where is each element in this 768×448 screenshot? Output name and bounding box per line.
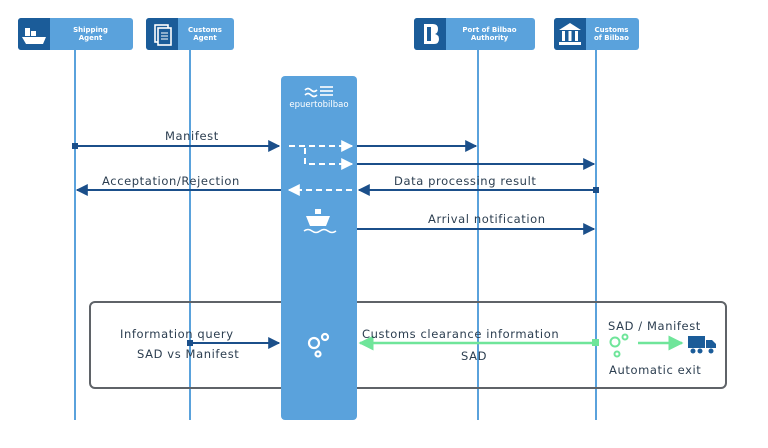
hub-name: epuertobilbao (289, 100, 349, 110)
actor-customs-bilbao: Customs of Bilbao (554, 18, 639, 50)
hub-dashed-arrow-2 (304, 148, 354, 170)
customs-clearance-box (89, 301, 727, 389)
customs-gears-icon (609, 333, 629, 358)
sad-manifest-label: SAD / Manifest (608, 319, 701, 333)
government-building-icon (554, 18, 586, 50)
waves-logo-icon (304, 86, 333, 98)
documents-icon (146, 18, 178, 50)
actor-customs-agent: Customs Agent (146, 18, 234, 50)
epuertobilbao-hub (281, 76, 357, 420)
information-query-label: Information query (120, 327, 234, 341)
customs-clearance-info-label: Customs clearance information (362, 327, 560, 341)
acceptation-label: Acceptation/Rejection (102, 174, 240, 188)
actor-label: Shipping Agent (73, 26, 108, 42)
truck-icon (688, 336, 716, 354)
sad-label: SAD (461, 349, 488, 363)
port-bilbao-logo-icon (414, 18, 446, 50)
data-processing-label: Data processing result (394, 174, 537, 188)
manifest-label: Manifest (165, 129, 219, 143)
actor-label: Customs Agent (188, 26, 222, 42)
sad-vs-manifest-label: SAD vs Manifest (137, 347, 240, 361)
ship-on-water-icon (303, 209, 337, 234)
automatic-exit-label: Automatic exit (609, 363, 702, 377)
customs-clearance-origin-marker (592, 339, 599, 346)
actor-label: Port of Bilbao Authority (462, 26, 517, 42)
gears-icon (307, 332, 330, 358)
arrival-label: Arrival notification (428, 212, 546, 226)
actor-label: Customs of Bilbao (594, 26, 629, 42)
actor-shipping-agent: Shipping Agent (18, 18, 133, 50)
cargo-ship-icon (18, 18, 50, 50)
actor-port-authority: Port of Bilbao Authority (414, 18, 535, 50)
